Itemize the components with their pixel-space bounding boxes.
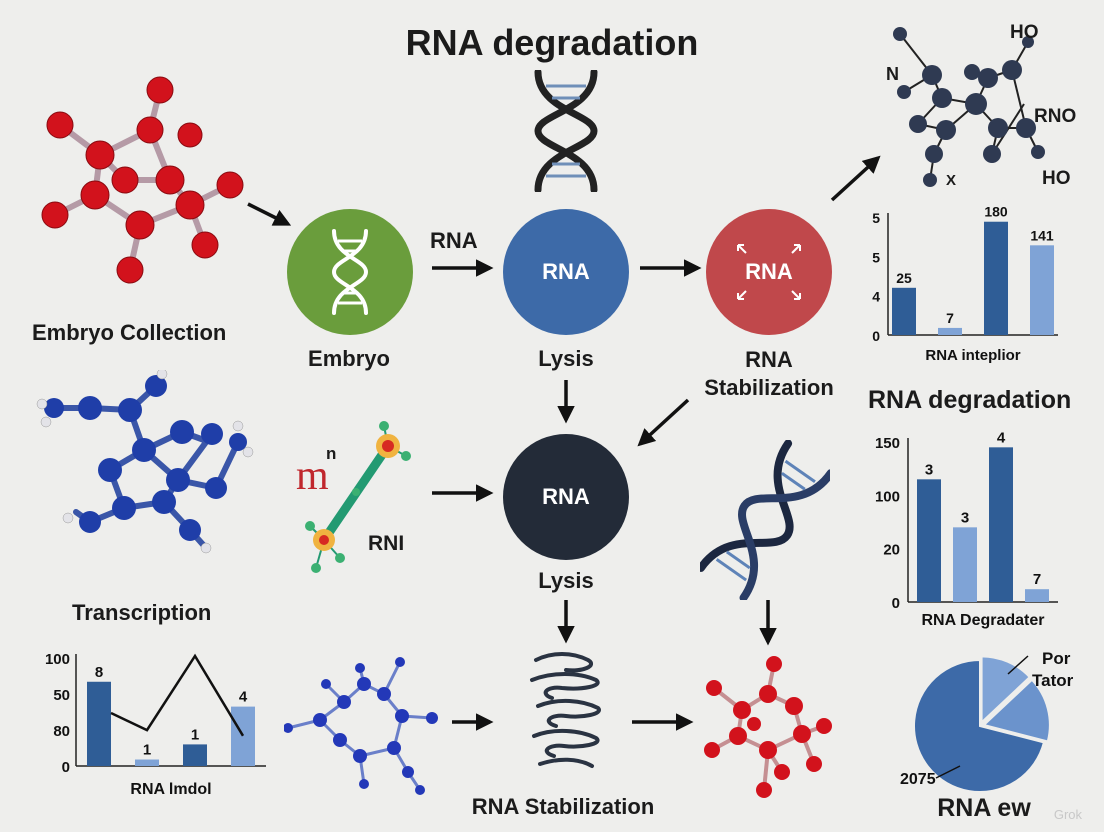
y-tick-label: 150 <box>875 435 900 452</box>
bar <box>1025 589 1049 602</box>
pie-leader-line <box>1007 655 1029 675</box>
pie-slice <box>981 678 1051 743</box>
expand-arrows-icon <box>737 244 801 300</box>
bar <box>938 327 962 335</box>
page-title: RNA degradation <box>405 22 699 63</box>
trend-line <box>110 653 245 737</box>
bar-value-label: 180 <box>984 205 1008 220</box>
bar <box>183 744 207 766</box>
bar-value-label: 3 <box>961 509 969 526</box>
bar-value-label: 3 <box>925 461 933 478</box>
arrow-molecule-to-embryo <box>247 202 292 226</box>
blue-network-molecule <box>284 657 438 795</box>
molecule-label-x: X <box>946 172 957 189</box>
rna-stabilization-line1: RNA <box>745 347 793 372</box>
mid-right-chart-title: RNA degradation <box>868 386 1072 414</box>
bar-value-label: 8 <box>95 664 103 681</box>
rna-stabilization-label: RNA Stabilization <box>704 346 834 402</box>
x-axis-label: RNA lmdol <box>130 781 211 798</box>
bar <box>892 287 916 335</box>
bar <box>87 681 111 766</box>
embryo-node[interactable] <box>287 209 413 335</box>
squiggle-stabilization-icon <box>530 652 602 768</box>
x-axis-label: RNA inteplior <box>925 347 1020 364</box>
bar <box>984 221 1008 335</box>
lysis-label-2: Lysis <box>538 568 594 593</box>
molecule-label-n: N <box>886 64 899 84</box>
arrow-stabilization-diagonal <box>637 398 690 447</box>
x-axis-label: RNA Degradater <box>922 612 1045 629</box>
bar-value-label: 25 <box>896 270 912 286</box>
rna-stabilization-line2: Stabilization <box>704 375 834 400</box>
bar <box>135 759 159 766</box>
pie-label: Tator <box>1032 671 1074 690</box>
bar <box>231 706 255 766</box>
arrow-stabilization-to-molecule <box>830 155 881 202</box>
bar <box>917 479 941 602</box>
dark-molecule-top-right <box>893 27 1045 187</box>
lysis-label-1: Lysis <box>538 346 594 371</box>
watermark: Grok <box>1053 807 1082 822</box>
bar-value-label: 4 <box>997 429 1006 446</box>
y-tick-label: 0 <box>872 328 880 344</box>
dna-icon <box>331 229 369 315</box>
bar-value-label: 7 <box>946 310 954 326</box>
rna-node-dark[interactable]: RNA <box>503 434 629 560</box>
m-symbol: m <box>296 453 329 499</box>
molecule-label-ho-bottom: HO <box>1042 168 1071 189</box>
bar-value-label: 7 <box>1033 571 1041 588</box>
rni-label: RNI <box>368 532 405 555</box>
y-tick-label: 4 <box>872 289 880 305</box>
pie-slice <box>913 658 1046 793</box>
bar <box>953 527 977 602</box>
pie-label: 2075 <box>900 771 936 788</box>
pie-label: Por <box>1042 649 1071 668</box>
molecule-label-rno: RNO <box>1034 106 1077 127</box>
rna-node-red[interactable]: RNA <box>706 209 832 335</box>
pie-chart-title: RNA ew <box>937 794 1031 822</box>
arrow-rna-label: RNA <box>430 228 478 253</box>
embryo-collection-label: Embryo Collection <box>32 320 227 345</box>
embryo-label: Embryo <box>308 346 390 371</box>
transcription-label: Transcription <box>72 600 212 625</box>
pie-leader-line <box>935 765 961 779</box>
rna-node-blue-label: RNA <box>542 259 590 284</box>
y-tick-label: 5 <box>872 210 880 226</box>
bar-value-label: 141 <box>1030 227 1054 243</box>
y-tick-label: 20 <box>883 542 900 559</box>
blue-molecule-left <box>36 370 254 554</box>
bar-value-label: 1 <box>143 742 151 759</box>
dna-helix-right <box>700 440 830 600</box>
rna-node-dark-label: RNA <box>542 484 590 509</box>
rna-node-red-label: RNA <box>745 259 793 284</box>
bar-value-label: 1 <box>191 726 199 743</box>
dna-helix-top <box>534 70 598 192</box>
pie-slice <box>980 655 1032 725</box>
rna-node-blue[interactable]: RNA <box>503 209 629 335</box>
n-symbol: n <box>326 444 337 463</box>
y-tick-label: 0 <box>892 595 900 612</box>
rna-stabilization-bottom-label: RNA Stabilization <box>471 794 655 819</box>
y-tick-label: 100 <box>45 651 70 668</box>
green-chain-molecule <box>305 421 411 573</box>
y-tick-label: 80 <box>53 723 70 740</box>
y-tick-label: 100 <box>875 488 900 505</box>
bar <box>989 447 1013 602</box>
y-tick-label: 5 <box>872 249 880 265</box>
y-tick-label: 0 <box>62 759 70 776</box>
bar-value-label: 4 <box>239 689 248 706</box>
red-molecule-bottom <box>704 656 832 798</box>
molecule-label-ho-top: HO <box>1010 22 1039 43</box>
red-molecule-top-left <box>41 76 244 284</box>
y-tick-label: 50 <box>53 687 70 704</box>
bar <box>1030 245 1054 335</box>
